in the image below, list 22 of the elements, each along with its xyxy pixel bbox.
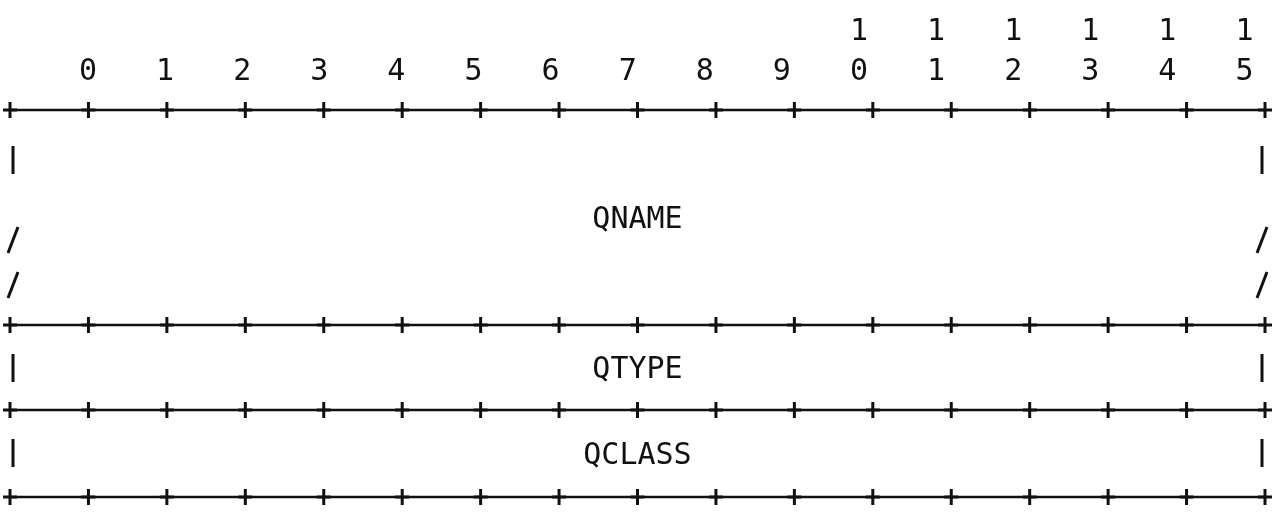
bit-number: 2 (1003, 52, 1024, 88)
bit-number: 4 (1157, 52, 1178, 88)
bit-number: 5 (1234, 52, 1255, 88)
bit-number: 9 (771, 52, 792, 88)
bit-number: 1 (1080, 12, 1101, 48)
bit-number: 1 (1157, 12, 1178, 48)
bit-number: 0 (848, 52, 870, 88)
bit-number: 1 (1003, 12, 1024, 48)
bit-number: 3 (309, 52, 330, 88)
bit-number: 2 (232, 52, 253, 88)
bit-number: 7 (617, 52, 638, 88)
bit-number: 6 (540, 52, 561, 88)
bit-number: 1 (926, 52, 947, 88)
bit-number: 1 (1234, 12, 1255, 48)
bit-number: 1 (848, 12, 870, 48)
bit-number: 8 (694, 52, 715, 88)
bit-number: 5 (463, 52, 484, 88)
bit-number: 1 (155, 52, 176, 88)
bit-number: 4 (386, 52, 407, 88)
bit-number: 3 (1080, 52, 1101, 88)
bit-number: 1 (926, 12, 947, 48)
bit-number: 0 (77, 52, 99, 88)
